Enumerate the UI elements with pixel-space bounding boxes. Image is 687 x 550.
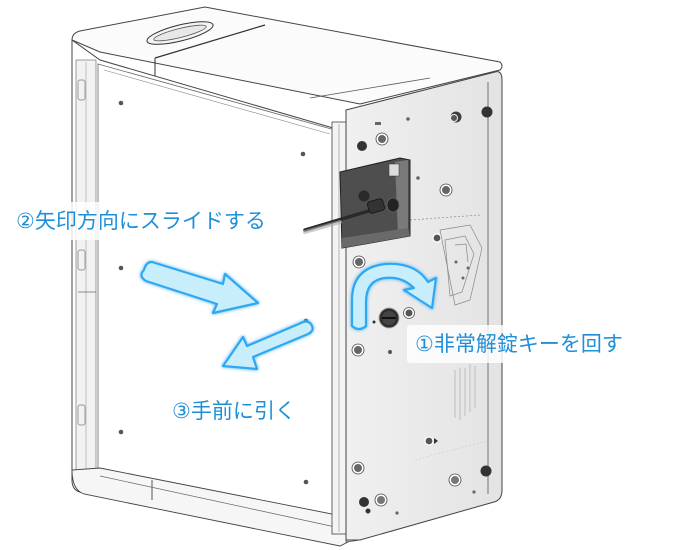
step1-label: ①非常解錠キーを回す: [407, 325, 631, 363]
step2-label: ②矢印方向にスライドする: [8, 202, 274, 240]
pull-arrow: [221, 320, 314, 371]
side-panel: [345, 71, 503, 541]
rotate-arrow: [350, 262, 438, 331]
key-recess: [303, 157, 411, 249]
slide-arrow: [140, 260, 260, 315]
emergency-key-lock: [372, 307, 415, 329]
top-cover: [71, 6, 503, 105]
step3-label: ③手前に引く: [164, 392, 304, 430]
